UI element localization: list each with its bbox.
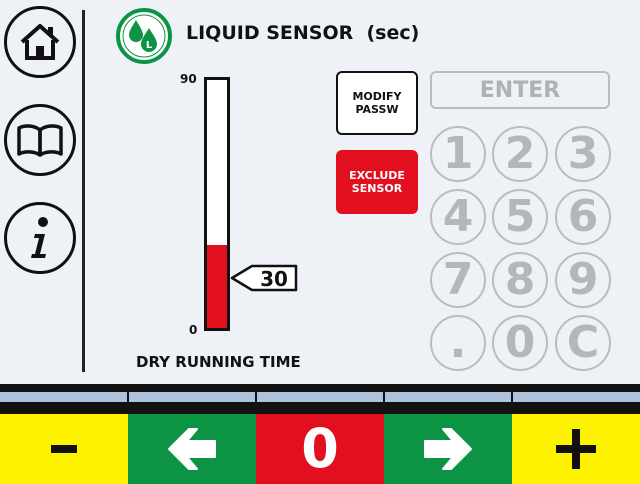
bar-divider [255, 392, 257, 414]
gauge-caption: DRY RUNNING TIME [136, 353, 301, 371]
exclude-sensor-label: EXCLUDE SENSOR [349, 169, 405, 195]
enter-button[interactable]: ENTER [430, 71, 610, 109]
page-title: LIQUID SENSOR (sec) [186, 22, 420, 44]
gauge-min-label: 0 [189, 323, 198, 337]
sensor-icon-letter: L [146, 40, 153, 51]
modify-password-button[interactable]: MODIFY PASSW [336, 71, 418, 135]
bar-divider [511, 392, 513, 414]
manual-button[interactable] [4, 104, 76, 176]
key-7[interactable]: 7 [430, 252, 486, 308]
book-icon [17, 124, 63, 157]
bar-divider [127, 392, 129, 414]
key-6[interactable]: 6 [555, 189, 611, 245]
minus-button[interactable]: - [0, 414, 128, 484]
previous-button[interactable] [128, 414, 256, 484]
gauge-max-label: 90 [180, 72, 197, 86]
modify-password-label: MODIFY PASSW [352, 90, 402, 116]
dry-running-gauge [204, 77, 230, 331]
key-8[interactable]: 8 [492, 252, 548, 308]
key-3[interactable]: 3 [555, 126, 611, 182]
home-button[interactable] [4, 6, 76, 78]
gauge-fill [207, 245, 227, 328]
gauge-value: 30 [260, 267, 288, 291]
info-button[interactable] [4, 202, 76, 274]
arrow-left-icon [168, 428, 216, 470]
nav-divider [82, 10, 85, 372]
minus-icon [51, 445, 77, 453]
bottom-bar-strip [0, 392, 640, 402]
liquid-sensor-icon: L [116, 8, 172, 64]
info-icon [31, 217, 48, 258]
key-1[interactable]: 1 [430, 126, 486, 182]
key-0[interactable]: 0 [492, 315, 548, 371]
home-icon [20, 24, 60, 60]
key-9[interactable]: 9 [555, 252, 611, 308]
key-5[interactable]: 5 [492, 189, 548, 245]
key-4[interactable]: 4 [430, 189, 486, 245]
key-clear[interactable]: C [555, 315, 611, 371]
bottom-bar-separator [0, 402, 640, 414]
plus-icon [556, 429, 596, 469]
bar-divider [383, 392, 385, 414]
center-value: 0 [301, 417, 339, 480]
next-button[interactable] [384, 414, 512, 484]
bottom-bar-top-border [0, 384, 640, 392]
arrow-right-icon [424, 428, 472, 470]
key-2[interactable]: 2 [492, 126, 548, 182]
plus-button[interactable]: + [512, 414, 640, 484]
key-dot[interactable]: . [430, 315, 486, 371]
gauge-value-pointer [230, 264, 298, 292]
center-value-display: 0 [256, 414, 384, 484]
exclude-sensor-button[interactable]: EXCLUDE SENSOR [336, 150, 418, 214]
